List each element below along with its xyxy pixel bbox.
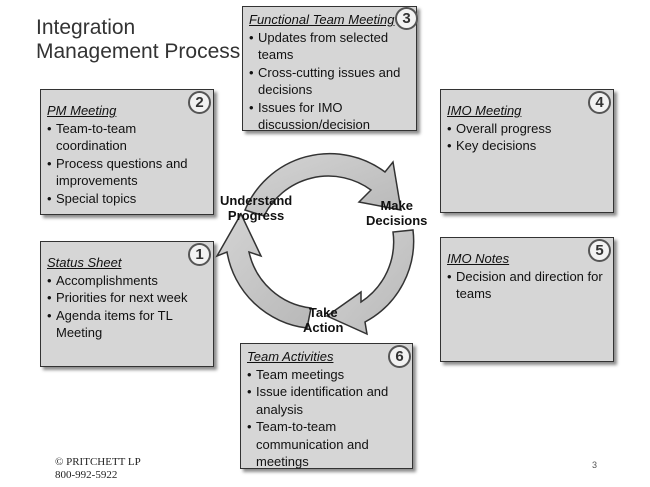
list-item: Decision and direction for teams [447, 268, 607, 303]
cycle-label-act: Take Action [303, 305, 343, 335]
box-team-activities: 6 Team Activities Team meetings Issue id… [240, 343, 413, 469]
list-item: Issue identification and analysis [247, 383, 406, 418]
step-badge-4: 4 [588, 91, 611, 114]
box-heading: Team Activities [247, 349, 334, 364]
list-item: Issues for IMO discussion/decision [249, 99, 410, 134]
list-item: Updates from selected teams [249, 29, 410, 64]
box-heading: IMO Notes [447, 251, 510, 266]
box-heading: Functional Team Meeting [249, 12, 395, 27]
list-item: Accomplishments [47, 272, 207, 290]
cycle-label-understand: Understand Progress [220, 193, 292, 223]
list-item: Overall progress [447, 120, 607, 138]
slide-title: Integration Management Process [36, 16, 240, 64]
list-item: Key decisions [447, 137, 607, 155]
list-item: Cross-cutting issues and decisions [249, 64, 410, 99]
cycle-label-line: Action [303, 320, 344, 335]
box-heading: IMO Meeting [447, 103, 522, 118]
step-badge-2: 2 [188, 91, 211, 114]
list-item: Team-to-team communication and meetings [247, 418, 406, 471]
box-list: Overall progress Key decisions [447, 120, 607, 155]
cycle-label-line: Take [308, 305, 338, 320]
list-item: Special topics [47, 190, 207, 208]
box-imo-meeting: 4 IMO Meeting Overall progress Key decis… [440, 89, 614, 213]
cycle-arrow-left [215, 212, 312, 329]
list-item: Agenda items for TL Meeting [47, 307, 207, 342]
cycle-diagram [215, 152, 415, 336]
list-item: Team-to-team coordination [47, 120, 207, 155]
step-badge-3: 3 [395, 7, 418, 30]
list-item: Team meetings [247, 366, 406, 384]
list-item: Process questions and improvements [47, 155, 207, 190]
cycle-label-line: Progress [227, 208, 285, 223]
title-line-2: Management Process [36, 40, 241, 63]
footer: © PRITCHETT LP 800-992-5922 [55, 456, 141, 482]
box-list: Accomplishments Priorities for next week… [47, 272, 207, 342]
box-list: Team-to-team coordination Process questi… [47, 120, 207, 208]
box-list: Team meetings Issue identification and a… [247, 366, 406, 471]
copyright-text: © PRITCHETT LP [55, 456, 141, 468]
cycle-label-decide: Make Decisions [366, 198, 427, 228]
cycle-arrow-right [325, 229, 415, 336]
box-list: Decision and direction for teams [447, 268, 607, 303]
box-imo-notes: 5 IMO Notes Decision and direction for t… [440, 237, 614, 362]
box-status-sheet: 1 Status Sheet Accomplishments Prioritie… [40, 241, 214, 367]
box-heading: PM Meeting [47, 103, 117, 118]
box-functional-team-meeting: 3 Functional Team Meeting Updates from s… [242, 6, 418, 134]
step-badge-1: 1 [188, 243, 211, 266]
phone-number: 800-992-5922 [55, 469, 118, 481]
cycle-label-line: Decisions [366, 213, 428, 228]
cycle-label-line: Understand [220, 193, 293, 208]
list-item: Priorities for next week [47, 289, 207, 307]
page-number: 3 [592, 460, 598, 470]
box-list: Updates from selected teams Cross-cuttin… [249, 29, 410, 134]
cycle-label-line: Make [380, 198, 413, 213]
cycle-arrow-top [243, 152, 402, 217]
box-heading: Status Sheet [47, 255, 122, 270]
box-pm-meeting: 2 PM Meeting Team-to-team coordination P… [40, 89, 214, 215]
title-line-1: Integration [36, 16, 136, 39]
step-badge-5: 5 [588, 239, 611, 262]
